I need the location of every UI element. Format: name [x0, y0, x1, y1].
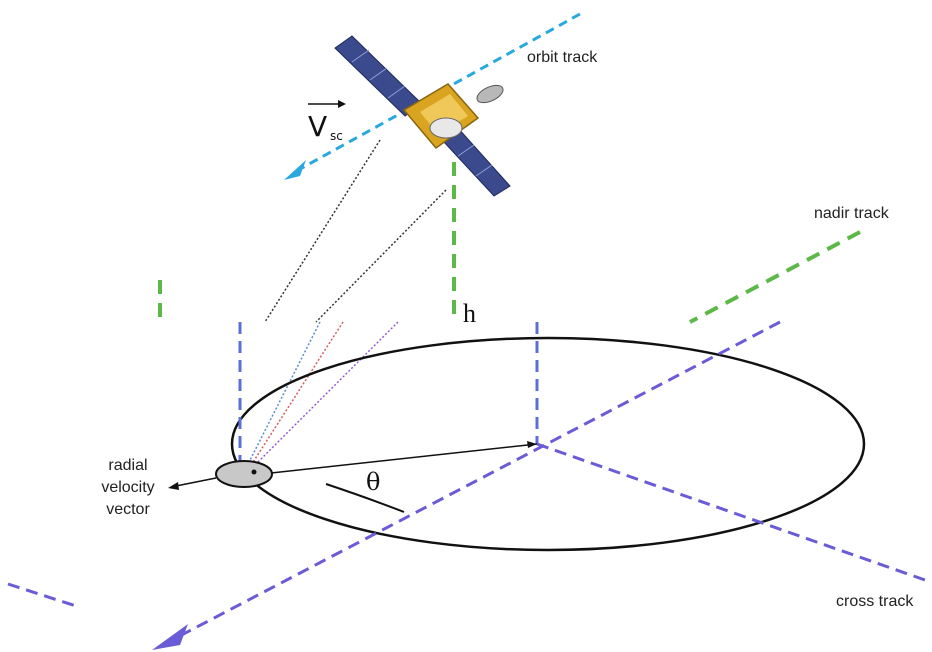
radial-velocity-arrow — [168, 477, 217, 490]
ground-track-arrowhead-icon — [152, 624, 188, 650]
orbit-track-arrowhead-icon — [284, 160, 306, 180]
cross-track-label: cross track — [836, 593, 914, 610]
radial-velocity-label-line3: vector — [106, 501, 150, 518]
theta-label: θ — [366, 468, 380, 496]
swath-ellipse — [230, 336, 866, 552]
nadir-track-label: nadir track — [814, 205, 890, 222]
orbit-track-label: orbit track — [527, 49, 598, 66]
satellite-icon — [334, 35, 511, 197]
velocity-symbol: V — [308, 110, 327, 143]
nadir-track — [689, 230, 861, 324]
altitude-line: h — [452, 162, 476, 328]
radial-velocity-label: radial velocity vector — [101, 457, 154, 518]
beam-fan — [244, 321, 399, 471]
radius-line — [261, 441, 538, 475]
theta-arc — [325, 483, 405, 513]
ground-tracks — [7, 320, 926, 650]
velocity-subscript: sc — [330, 129, 343, 143]
radial-velocity-label-line1: radial — [108, 457, 147, 474]
radar-footprint-icon — [215, 460, 273, 488]
radial-velocity-label-line2: velocity — [101, 479, 154, 496]
velocity-label: V sc — [308, 100, 346, 143]
antenna-beams — [264, 139, 447, 323]
altitude-label: h — [463, 299, 476, 328]
